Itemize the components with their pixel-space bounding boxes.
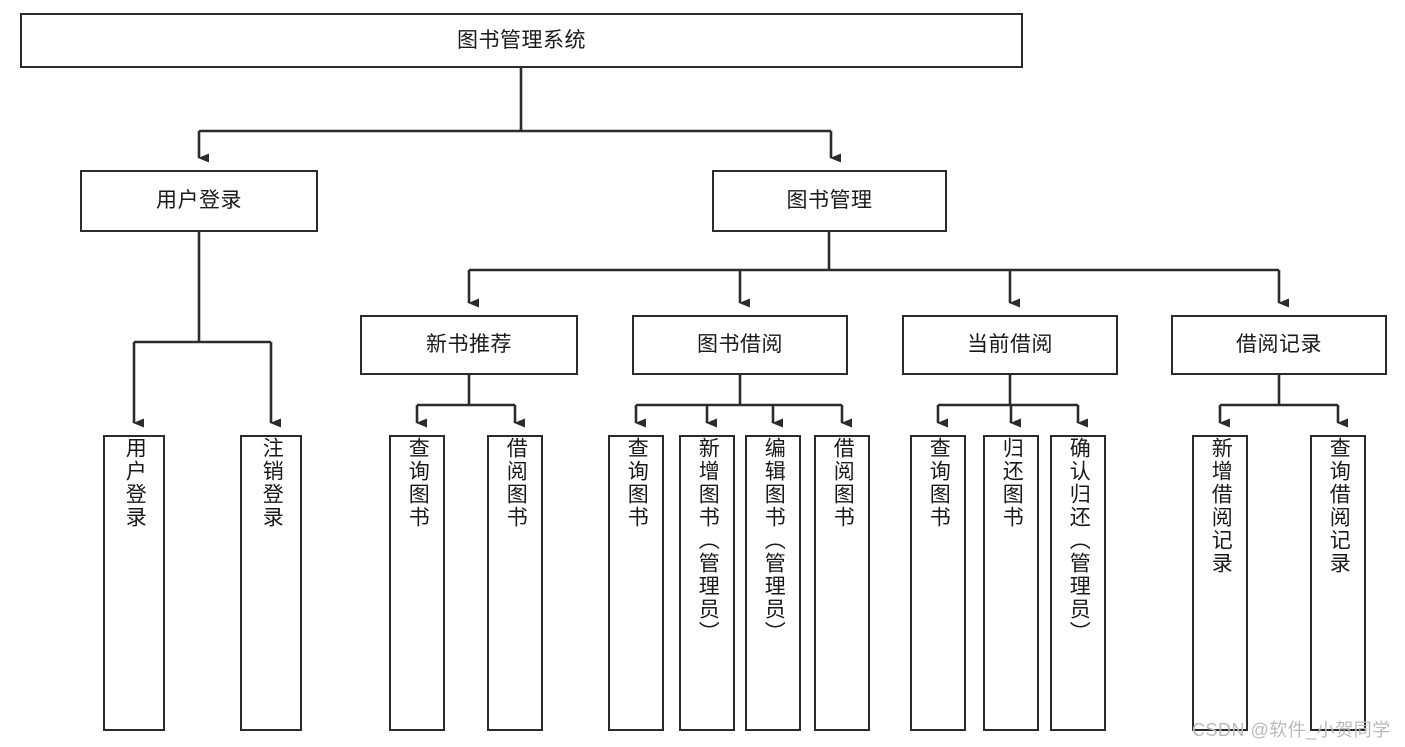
node-new-book-recommend[interactable]: 新书推荐: [360, 315, 578, 375]
leaf-logout[interactable]: 注销登录: [240, 435, 302, 731]
leaf-add-book-admin[interactable]: 新增图书（管理员）: [679, 435, 735, 731]
node-new-book-recommend-label: 新书推荐: [426, 333, 512, 357]
leaf-borrow-books-newbooks[interactable]: 借阅图书: [487, 435, 543, 731]
node-book-borrow[interactable]: 图书借阅: [632, 315, 848, 375]
leaf-logout-label: 注销登录: [260, 437, 284, 529]
leaf-add-borrow-record[interactable]: 新增借阅记录: [1192, 435, 1248, 731]
leaf-edit-book-admin[interactable]: 编辑图书（管理员）: [745, 435, 801, 731]
node-root[interactable]: 图书管理系统: [20, 13, 1023, 68]
leaf-query-books-borrow-label: 查询图书: [625, 437, 649, 529]
node-book-borrow-label: 图书借阅: [697, 333, 783, 357]
node-current-borrow[interactable]: 当前借阅: [902, 315, 1118, 375]
node-book-management[interactable]: 图书管理: [712, 170, 947, 232]
leaf-return-books[interactable]: 归还图书: [983, 435, 1039, 731]
node-user-login[interactable]: 用户登录: [80, 170, 318, 232]
leaf-confirm-return-admin-label: 确认归还（管理员）: [1067, 437, 1091, 644]
leaf-query-books-newbooks-label: 查询图书: [406, 437, 430, 529]
leaf-query-books-current-label: 查询图书: [927, 437, 951, 529]
node-current-borrow-label: 当前借阅: [967, 333, 1053, 357]
leaf-add-book-admin-label: 新增图书（管理员）: [696, 437, 720, 644]
leaf-query-books-current[interactable]: 查询图书: [910, 435, 966, 731]
leaf-return-books-label: 归还图书: [1000, 437, 1024, 529]
node-root-label: 图书管理系统: [457, 28, 586, 52]
leaf-add-borrow-record-label: 新增借阅记录: [1209, 437, 1233, 575]
leaf-borrow-books-borrow-label: 借阅图书: [831, 437, 855, 529]
leaf-borrow-books-newbooks-label: 借阅图书: [504, 437, 528, 529]
leaf-confirm-return-admin[interactable]: 确认归还（管理员）: [1050, 435, 1106, 731]
leaf-edit-book-admin-label: 编辑图书（管理员）: [762, 437, 786, 644]
node-book-management-label: 图书管理: [786, 189, 873, 213]
leaf-query-books-borrow[interactable]: 查询图书: [608, 435, 664, 731]
leaf-user-login[interactable]: 用户登录: [103, 435, 165, 731]
leaf-query-books-newbooks[interactable]: 查询图书: [389, 435, 445, 731]
node-user-login-label: 用户登录: [156, 189, 242, 213]
leaf-query-borrow-record[interactable]: 查询借阅记录: [1310, 435, 1366, 731]
leaf-borrow-books-borrow[interactable]: 借阅图书: [814, 435, 870, 731]
node-borrow-records-label: 借阅记录: [1236, 333, 1322, 357]
leaf-user-login-label: 用户登录: [123, 437, 147, 529]
leaf-query-borrow-record-label: 查询借阅记录: [1327, 437, 1351, 575]
node-borrow-records[interactable]: 借阅记录: [1171, 315, 1387, 375]
